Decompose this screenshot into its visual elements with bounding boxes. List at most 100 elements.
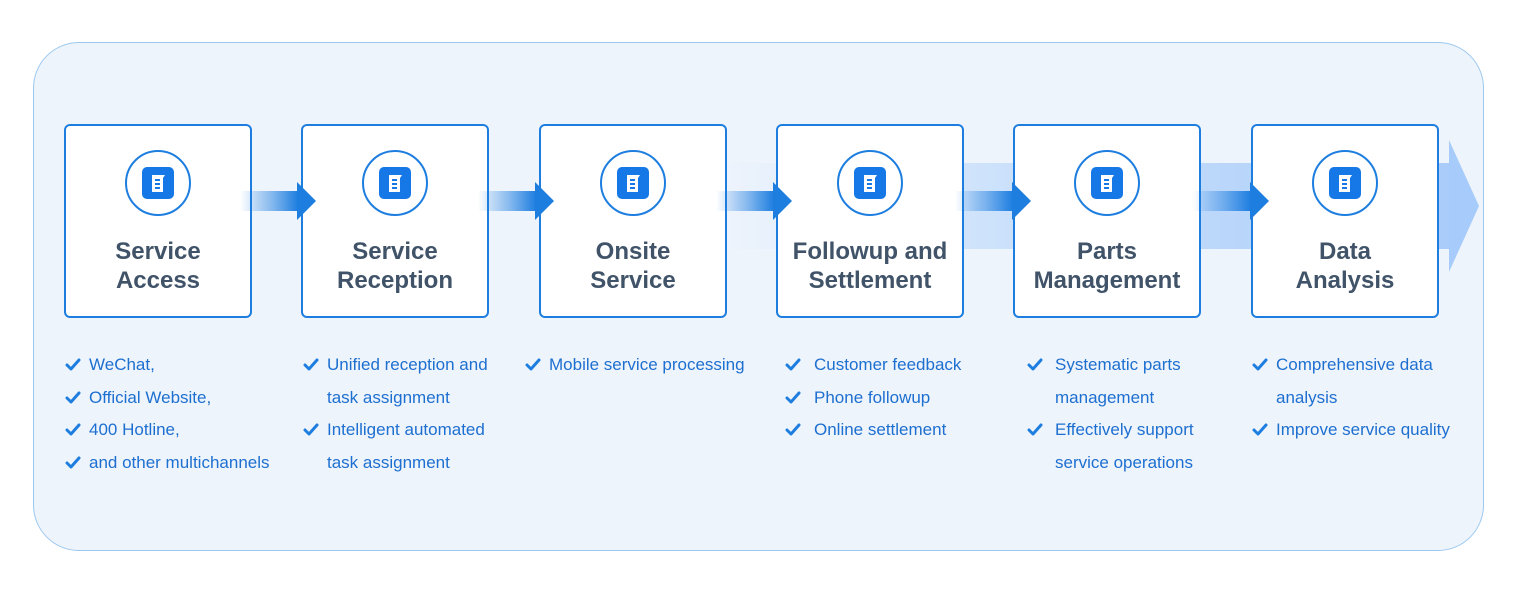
icon-ring (362, 150, 428, 216)
step-card-onsite-service: Onsite Service (539, 124, 727, 318)
check-icon (65, 456, 81, 469)
connector-arrow (716, 182, 794, 220)
step-card-followup-settlement: Followup and Settlement (776, 124, 964, 318)
step-title: Service Access (66, 237, 250, 295)
list-item: Unified reception and task assignment (303, 349, 488, 414)
step-card-data-analysis: Data Analysis (1251, 124, 1439, 318)
check-icon (1027, 358, 1043, 371)
icon-ring (837, 150, 903, 216)
list-item: Phone followup (785, 382, 961, 415)
bullet-text: Improve service quality (1276, 420, 1450, 440)
icon-ring (125, 150, 191, 216)
bullet-text: WeChat, (89, 355, 155, 374)
bullet-text: and other multichannels (89, 452, 270, 472)
bullet-text-line2: service operations (1055, 452, 1193, 472)
bullet-text-line1: Comprehensive data (1276, 355, 1433, 374)
step-card-service-reception: Service Reception (301, 124, 489, 318)
check-icon (65, 423, 81, 436)
list-item: Systematic parts management (1027, 349, 1194, 414)
building-icon (379, 167, 411, 199)
step-title-line1: Data (1318, 238, 1372, 265)
process-flow-panel (33, 42, 1484, 551)
list-item: and other multichannels (65, 447, 270, 480)
check-icon (303, 358, 319, 371)
step-card-parts-management: Parts Management (1013, 124, 1201, 318)
list-item: Online settlement (785, 414, 961, 447)
bullet-text: Phone followup (814, 387, 931, 407)
icon-ring (1074, 150, 1140, 216)
check-icon (525, 358, 541, 371)
list-item: 400 Hotline, (65, 414, 270, 447)
step-title: Followup and Settlement (778, 237, 962, 295)
step-card-service-access: Service Access (64, 124, 252, 318)
progress-arrow-head (1449, 140, 1479, 272)
bullet-text: 400 Hotline, (89, 420, 180, 440)
bullet-text-line1: Systematic parts (1055, 355, 1181, 374)
building-icon (142, 167, 174, 199)
building-icon (1329, 167, 1361, 199)
step-title-line1: Service (352, 238, 438, 265)
list-item: Improve service quality (1252, 414, 1450, 447)
connector-arrow (478, 182, 556, 220)
check-icon (785, 391, 801, 404)
list-item: Comprehensive data analysis (1252, 349, 1450, 414)
step-5-bullets: Systematic parts management Effectively s… (1027, 349, 1194, 479)
step-title-line2: Settlement (808, 267, 932, 294)
step-3-bullets: Mobile service processing (525, 349, 745, 382)
bullet-text-line1: Effectively support (1055, 420, 1194, 440)
check-icon (303, 423, 319, 436)
bullet-text: Online settlement (814, 420, 947, 440)
bullet-text: Mobile service processing (549, 355, 745, 374)
check-icon (785, 358, 801, 371)
check-icon (65, 391, 81, 404)
step-title-line2: Service (590, 267, 676, 294)
connector-arrow (1193, 182, 1271, 220)
icon-ring (1312, 150, 1378, 216)
step-1-bullets: WeChat, Official Website, 400 Hotline, a… (65, 349, 270, 479)
step-2-bullets: Unified reception and task assignment Int… (303, 349, 488, 479)
connector-arrow (955, 182, 1033, 220)
bullet-text: Customer feedback (814, 355, 962, 374)
bullet-text-line2: analysis (1276, 387, 1338, 407)
list-item: WeChat, (65, 349, 270, 382)
bullet-text-line2: task assignment (327, 452, 450, 472)
step-title-line1: Service (115, 238, 201, 265)
step-6-bullets: Comprehensive data analysis Improve servi… (1252, 349, 1450, 447)
bullet-text: Official Website, (89, 387, 212, 407)
step-title: Onsite Service (541, 237, 725, 295)
check-icon (1027, 423, 1043, 436)
bullet-text-line1: Intelligent automated (327, 420, 485, 440)
icon-ring (600, 150, 666, 216)
step-title-line2: Access (115, 267, 201, 294)
arrow-right-icon (1250, 182, 1269, 220)
step-title-line1: Onsite (595, 238, 671, 265)
step-title-line2: Reception (336, 267, 453, 294)
arrow-right-icon (1012, 182, 1031, 220)
list-item: Effectively support service operations (1027, 414, 1194, 479)
check-icon (65, 358, 81, 371)
building-icon (1091, 167, 1123, 199)
list-item: Mobile service processing (525, 349, 745, 382)
bullet-text-line2: task assignment (327, 387, 450, 407)
arrow-right-icon (297, 182, 316, 220)
list-item: Customer feedback (785, 349, 961, 382)
building-icon (617, 167, 649, 199)
check-icon (1252, 423, 1268, 436)
step-title-line1: Parts (1076, 238, 1138, 265)
step-title: Parts Management (1015, 237, 1199, 295)
bullet-text-line1: Unified reception and (327, 355, 488, 374)
step-title-line2: Management (1033, 267, 1181, 294)
building-icon (854, 167, 886, 199)
step-title: Service Reception (303, 237, 487, 295)
step-title-line1: Followup and (792, 238, 948, 265)
arrow-right-icon (535, 182, 554, 220)
bullet-text-line2: management (1055, 387, 1155, 407)
check-icon (785, 423, 801, 436)
list-item: Intelligent automated task assignment (303, 414, 488, 479)
connector-arrow (240, 182, 318, 220)
list-item: Official Website, (65, 382, 270, 415)
arrow-right-icon (773, 182, 792, 220)
step-title-line2: Analysis (1295, 267, 1395, 294)
step-title: Data Analysis (1253, 237, 1437, 295)
step-4-bullets: Customer feedback Phone followup Online … (785, 349, 961, 447)
